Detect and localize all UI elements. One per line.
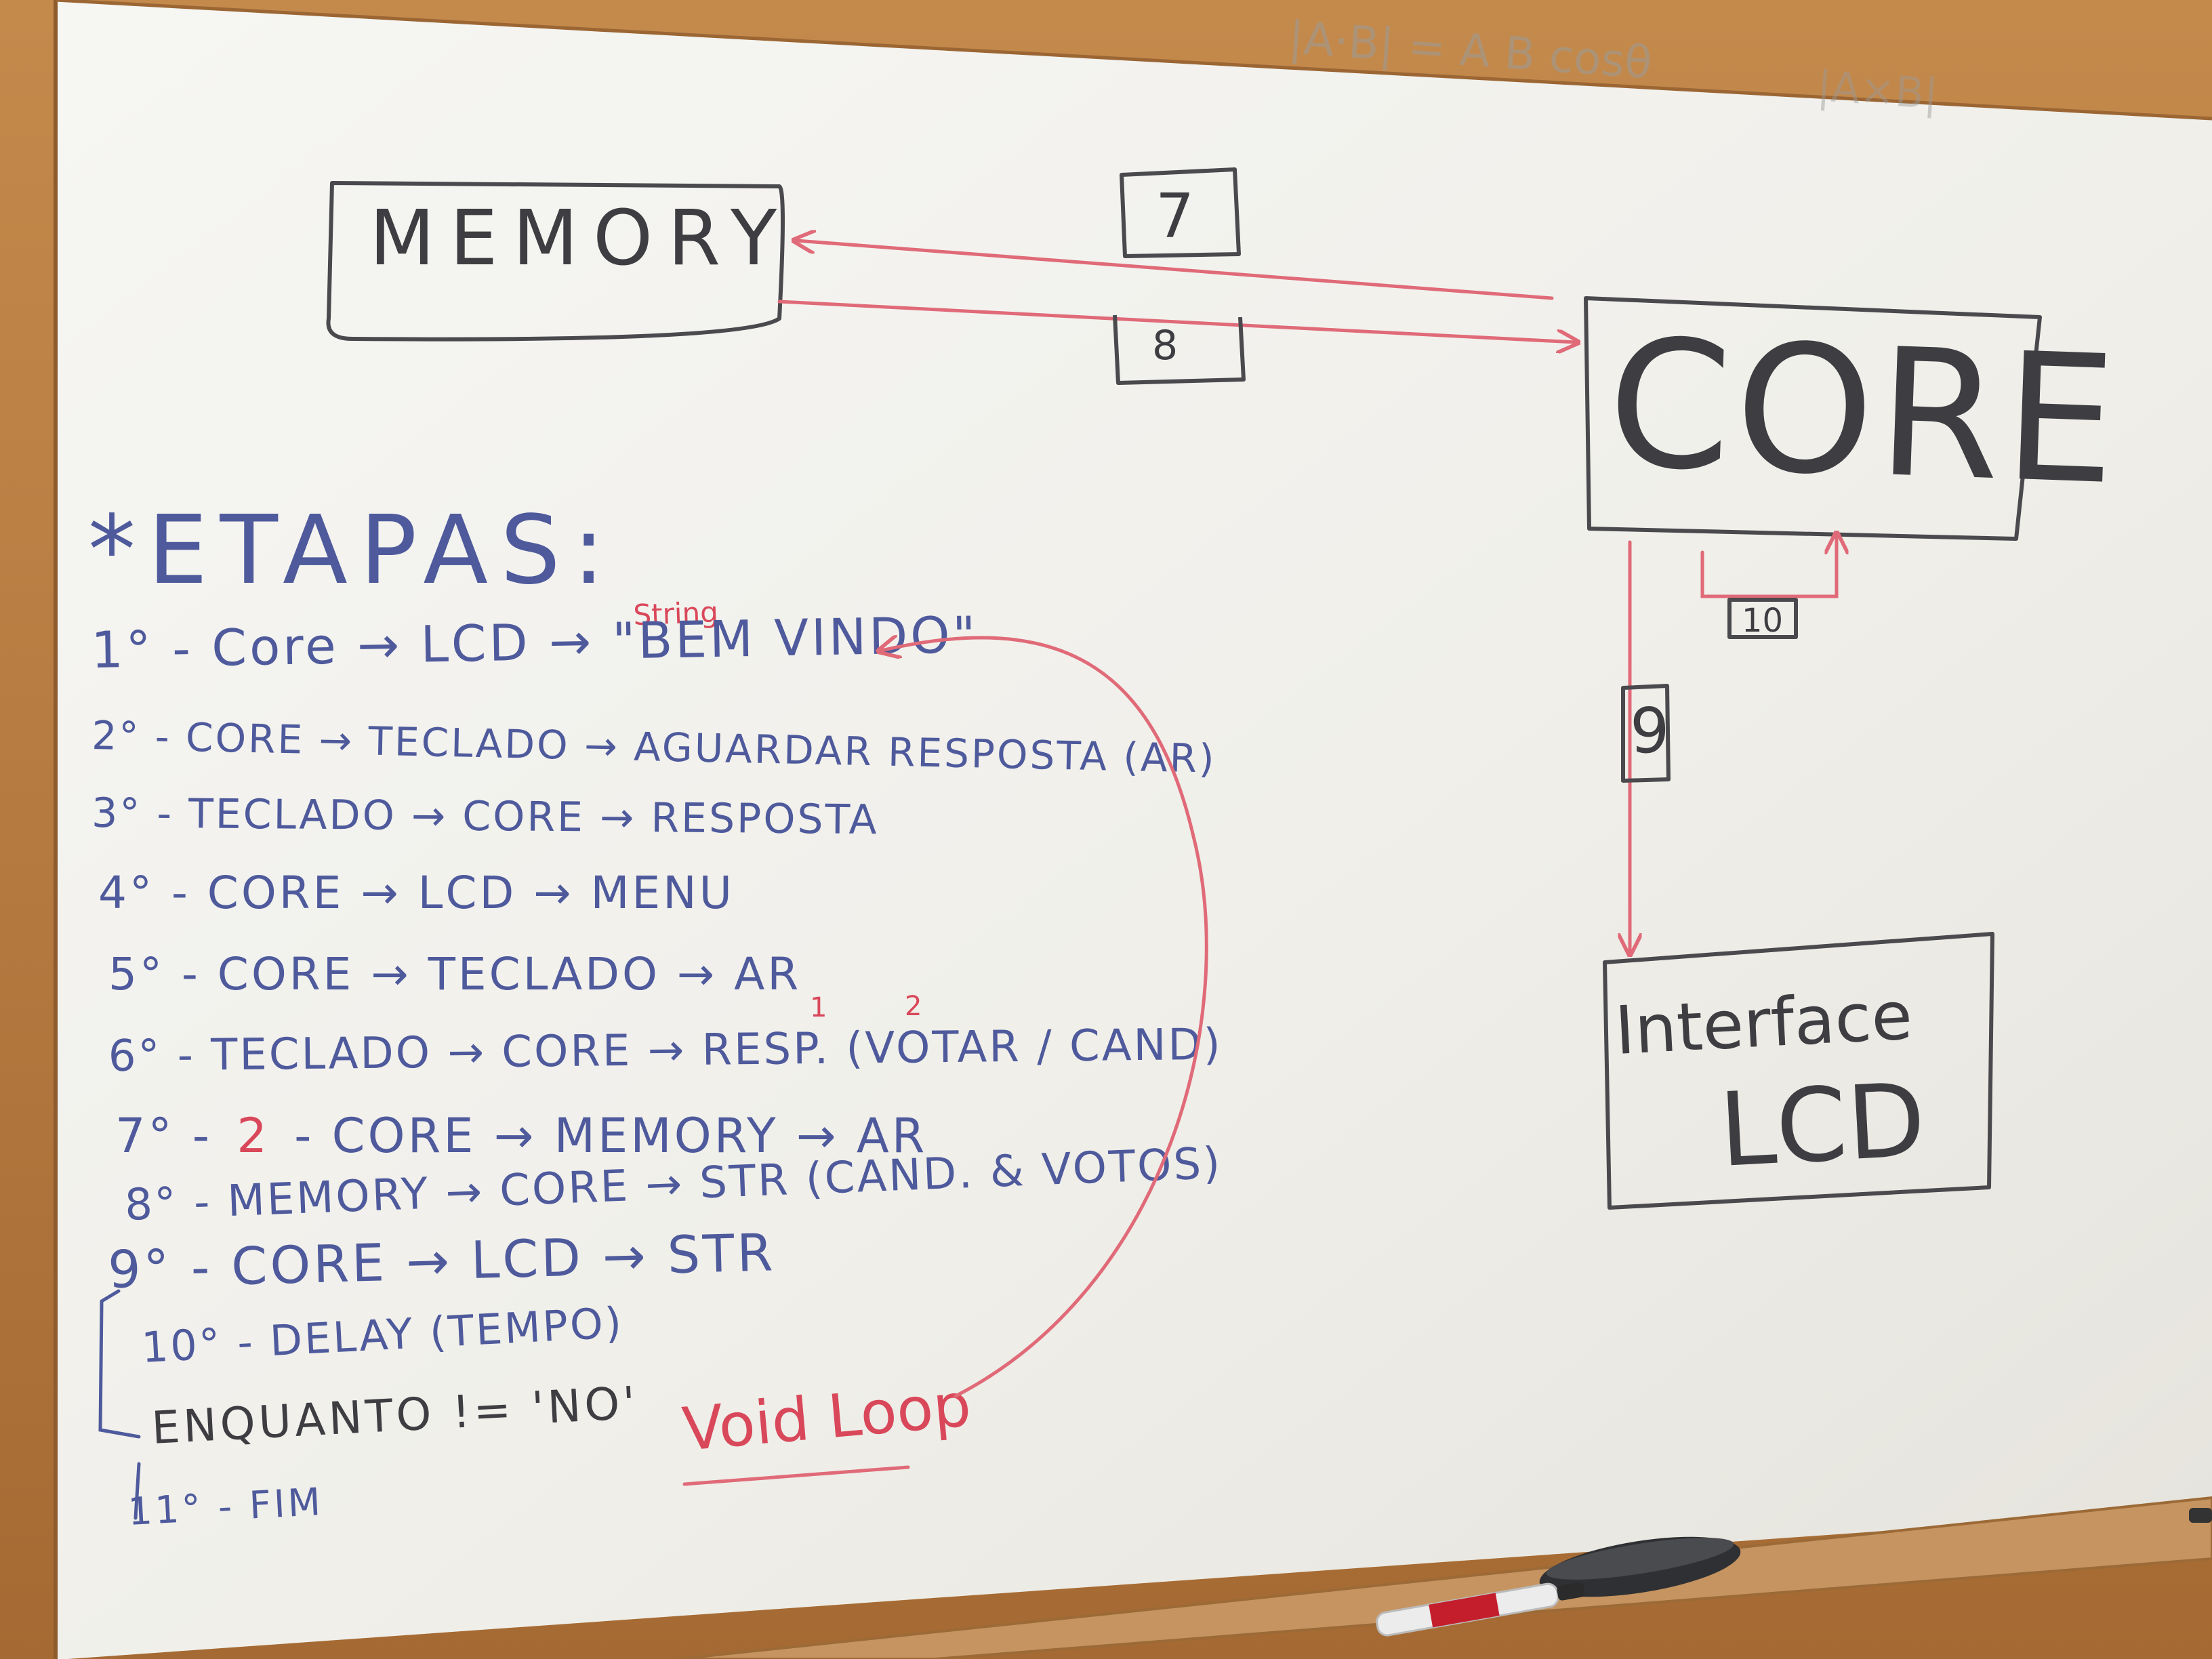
lcd-label-line1: Interface [1613,977,1914,1070]
step-5: 5° - CORE → TECLADO → AR [108,948,801,1000]
svg-text:8: 8 [1152,322,1178,369]
step-1-annotation: String [633,596,719,632]
step-7: 7° - 2 - CORE → MEMORY → AR [115,1108,927,1164]
memory-label: MEMORY [369,194,792,283]
svg-text:9: 9 [1630,695,1670,767]
step-6: 6° - TECLADO → CORE → RESP. (VOTAR / CAN… [108,1020,1223,1082]
steps-title: *ETAPAS: [88,495,617,606]
step-7-red: 2 [237,1108,270,1164]
step-tag-10: 10 [1727,598,1798,640]
step-4: 4° - CORE → LCD → MENU [98,867,735,919]
svg-text:7: 7 [1155,181,1194,252]
step-7-rest: - CORE → MEMORY → AR [294,1108,927,1164]
loop-bracket [98,1289,141,1520]
formula-cross-product: |A×B| [1816,61,1940,119]
arrow-core-self-loop [1700,535,1837,598]
step-6-annotation-1: 1 [810,992,827,1023]
eraser [1539,1536,1741,1597]
core-block: CORE [1584,296,2123,541]
step-tag-7: 7 [1120,167,1241,258]
marker-cap [2189,1508,2212,1523]
step-7-prefix: 7° - [115,1108,212,1164]
arrow-memory-to-core [777,300,1576,342]
lcd-label-line2: LCD [1717,1061,1929,1190]
step-tag-9: 9 [1621,684,1671,783]
step-6-annotation-2: 2 [905,991,922,1022]
arrow-core-to-memory [796,241,1554,300]
memory-block: MEMORY [326,181,792,342]
marker-pen [1376,1582,1585,1637]
whiteboard-surface [56,0,2212,1659]
svg-text:10: 10 [1742,602,1783,640]
step-tag-8: 8 [1113,314,1246,385]
void-loop-underline [682,1465,910,1486]
loop-back-arrow [881,638,1208,1398]
step-3: 3° - TECLADO → CORE → RESPOSTA [91,790,879,844]
core-label: CORE [1605,302,2123,524]
step-11: 11° - FIM [127,1480,324,1534]
lcd-block: Interface LCD [1603,932,1994,1210]
